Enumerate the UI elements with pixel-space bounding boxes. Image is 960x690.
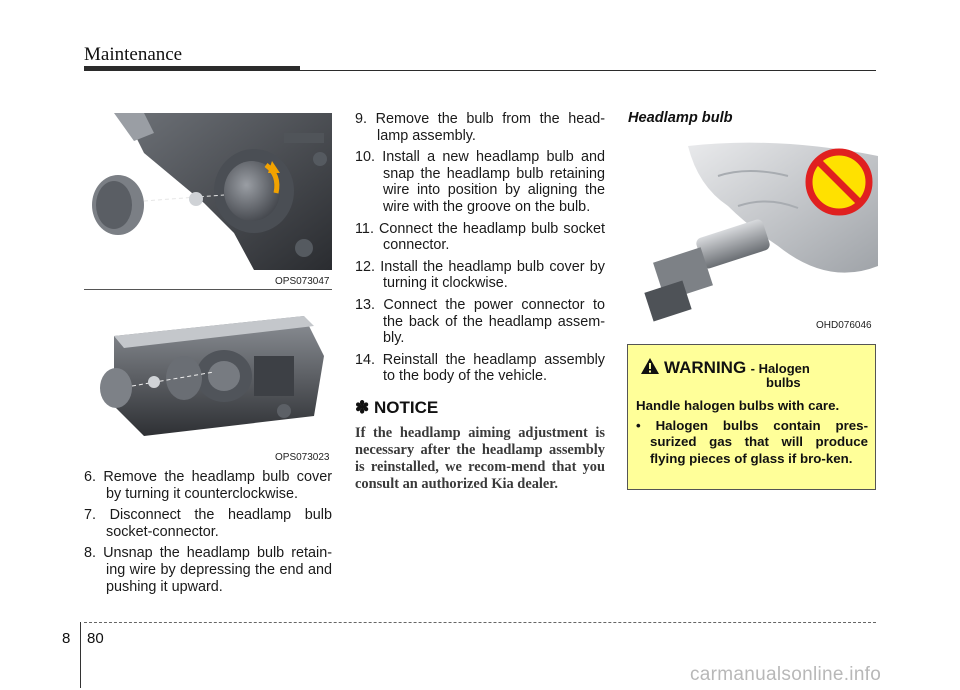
list-item: 9. Remove the bulb from the head-lamp as… [355, 111, 606, 144]
warning-word: WARNING [664, 358, 747, 377]
warning-bullet: • Halogen bulbs contain pres-surized gas… [636, 418, 868, 466]
footer-divider [80, 622, 81, 688]
steps-middle: 9. Remove the bulb from the head-lamp as… [355, 111, 605, 390]
watermark: carmanualsonline.info [690, 664, 882, 685]
steps-left: 6. Remove the headlamp bulb cover by tur… [84, 469, 332, 600]
warning-line: Handle halogen bulbs with care. [636, 398, 840, 413]
notice-heading: ✽ NOTICE [355, 398, 439, 417]
headlamp-assembly-illustration [100, 316, 324, 436]
list-item: 13. Connect the power connector to the b… [355, 296, 606, 347]
section-heading: Headlamp bulb [628, 110, 733, 126]
list-item: 8. Unsnap the headlamp bulb retain-ing w… [84, 545, 333, 595]
list-item: 10. Install a new headlamp bulb and snap… [355, 149, 605, 215]
warning-heading: WARNING - Halogen [640, 357, 868, 378]
prohibited-icon [805, 148, 873, 216]
notice-body: If the headlamp aiming adjustment is nec… [355, 425, 605, 492]
headlamp-cover-illustration [84, 113, 332, 270]
header-rule-thin [300, 70, 876, 71]
figure-divider [84, 289, 332, 290]
figure-code: OPS073023 [275, 452, 330, 463]
list-item: 11. Connect the headlamp bulb socket con… [355, 220, 605, 254]
warning-subtitle-continued: bulbs [766, 375, 801, 390]
list-item: 7. Disconnect the headlamp bulb socket-c… [84, 507, 332, 540]
figure-code: OHD076046 [816, 320, 872, 331]
list-item: 12. Install the headlamp bulb cover by t… [355, 258, 605, 292]
headlamp-cover-figure [84, 113, 332, 270]
footer-rule [84, 622, 876, 623]
page-number: 80 [87, 630, 104, 647]
list-item: 6. Remove the headlamp bulb cover by tur… [84, 469, 332, 502]
warning-subtitle: - Halogen [750, 361, 810, 376]
warning-box: WARNING - Halogen bulbs Handle halogen b… [627, 344, 876, 490]
warning-triangle-icon [641, 358, 659, 374]
header-rule-thick [84, 66, 300, 71]
figure-code: OPS073047 [275, 276, 330, 287]
halogen-bulb-figure [628, 136, 878, 332]
halogen-bulb-illustration [644, 142, 878, 322]
chapter-number: 8 [62, 630, 71, 647]
list-item: 14. Reinstall the headlamp assembly to t… [355, 351, 605, 385]
headlamp-assembly-figure [84, 296, 332, 448]
page-title: Maintenance [84, 44, 183, 65]
